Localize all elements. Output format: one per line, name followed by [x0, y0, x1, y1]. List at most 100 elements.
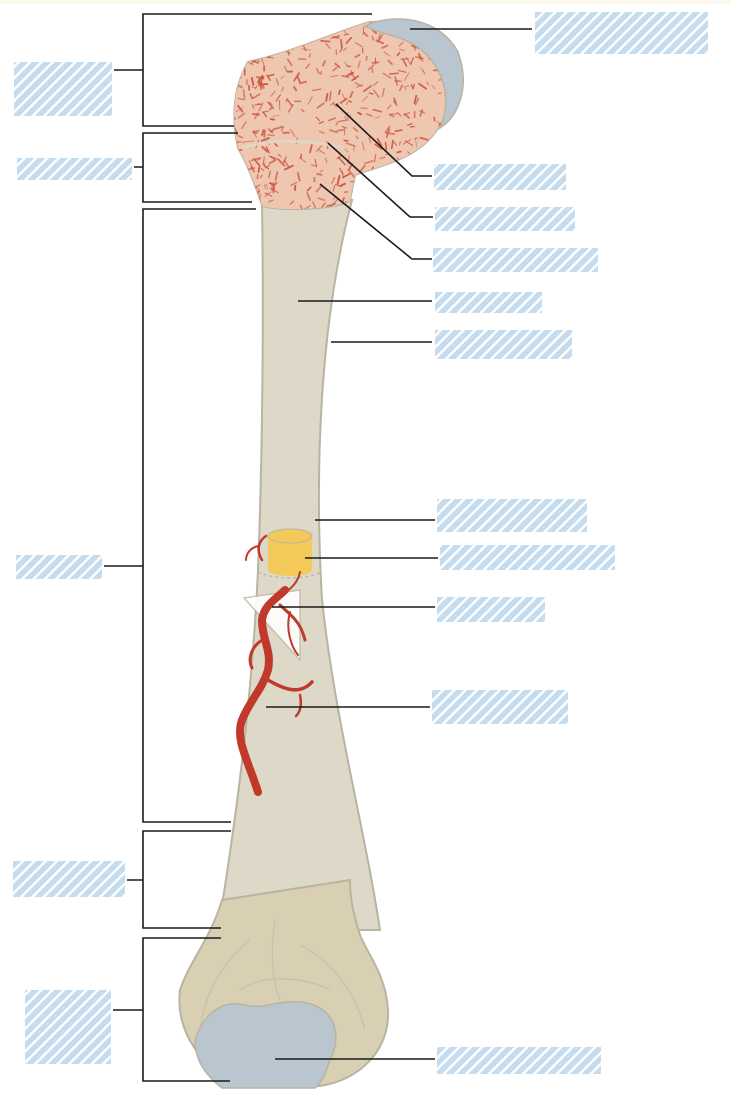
trabecula-mark [284, 22, 292, 28]
trabecula-mark [384, 141, 388, 151]
label-box-endosteum[interactable] [437, 499, 587, 532]
trabecula-mark [270, 90, 276, 97]
label-box-diaphysis[interactable] [16, 555, 102, 579]
trabecula-mark [253, 158, 261, 167]
trabecula-mark [390, 139, 394, 150]
trabecula-mark [355, 135, 359, 140]
trabecula-mark [274, 171, 279, 181]
label-box-medullary-cavity[interactable] [435, 292, 542, 313]
trabecula-mark [403, 86, 407, 91]
trabecula-mark [260, 22, 269, 29]
trabecula-mark [263, 129, 266, 138]
trabecula-mark [318, 121, 324, 125]
trabecula-mark [318, 130, 325, 134]
trabecula-mark [331, 198, 339, 206]
trabecula-mark [375, 197, 385, 202]
trabecula-mark [244, 140, 255, 143]
trabecula-mark [269, 182, 275, 186]
trabecula-mark [257, 157, 262, 161]
label-box-yellow-marrow[interactable] [440, 545, 615, 570]
trabecula-mark [430, 150, 437, 155]
trabecula-mark [262, 156, 265, 166]
trabecula-mark [396, 150, 402, 154]
trabecula-mark [267, 199, 274, 203]
trabecula-mark [419, 109, 424, 117]
trabecula-mark [356, 84, 364, 88]
trabecula-mark [339, 46, 343, 53]
trabecula-mark [276, 45, 280, 51]
label-box-articular-cartilage-top[interactable] [535, 12, 708, 54]
label-box-nutrient-artery[interactable] [432, 690, 568, 724]
trabecula-mark [336, 128, 345, 132]
trabecula-mark [409, 154, 415, 160]
trabecula-mark [414, 97, 420, 106]
label-box-proximal-epiphysis[interactable] [14, 62, 112, 116]
trabecula-mark [371, 35, 375, 41]
trabecula-mark [315, 185, 323, 193]
trabecula-mark [258, 48, 262, 53]
top-strip [0, 0, 730, 4]
bracket-proximal-epiphysis [114, 13, 372, 127]
leader-lines [104, 13, 532, 1082]
trabecula-mark [305, 63, 311, 70]
trabecula-mark [413, 94, 418, 104]
trabecula-mark [273, 181, 278, 188]
trabecula-mark [394, 129, 403, 133]
trabecula-mark [330, 35, 341, 39]
label-box-articular-cartilage-bottom[interactable] [437, 1047, 601, 1074]
trabecula-mark [277, 153, 282, 158]
label-box-compact-bone[interactable] [435, 330, 572, 359]
trabecula-mark [267, 101, 274, 110]
label-box-distal-epiphysis[interactable] [25, 990, 111, 1064]
trabecula-mark [258, 102, 264, 112]
trabecula-mark [248, 23, 252, 33]
trabecula-mark [388, 72, 399, 75]
trabecula-mark [268, 155, 277, 161]
label-box-epiphyseal-line[interactable] [435, 207, 575, 231]
trabecula-mark [354, 41, 363, 48]
trabecula-mark [286, 98, 293, 106]
trabecula-mark [336, 174, 341, 186]
trabecula-mark [402, 58, 408, 67]
label-box-periosteum[interactable] [437, 597, 545, 622]
trabecula-mark [329, 90, 332, 101]
trabecula-mark [381, 87, 385, 97]
trabecula-mark [358, 164, 366, 173]
label-box-distal-metaphysis[interactable] [13, 861, 125, 897]
trabecula-mark [313, 35, 316, 40]
trabecula-mark [293, 86, 298, 92]
trabecula-mark [339, 97, 348, 104]
trabecula-mark [253, 21, 262, 28]
trabecula-mark [251, 104, 255, 110]
trabecula-mark [332, 102, 338, 108]
trabecula-mark [417, 178, 423, 185]
trabecula-mark [237, 134, 244, 139]
trabecula-mark [288, 37, 298, 42]
label-box-red-marrow[interactable] [433, 248, 598, 272]
trabecula-mark [341, 93, 346, 101]
trabecula-mark [234, 115, 237, 121]
trabecula-mark [239, 22, 248, 27]
trabecula-mark [334, 62, 341, 69]
trabecula-mark [417, 56, 424, 62]
trabecula-mark [352, 127, 359, 133]
trabecula-mark [325, 92, 329, 102]
label-box-proximal-metaphysis[interactable] [17, 158, 132, 180]
trabecula-mark [249, 195, 257, 203]
trabecula-mark [232, 88, 234, 93]
trabecula-mark [335, 120, 339, 126]
trabecula-mark [410, 84, 414, 90]
trabecula-mark [377, 33, 384, 43]
trabecula-mark [318, 149, 326, 155]
trabecula-mark [286, 58, 293, 67]
trabecula-mark [283, 159, 290, 169]
trabecula-mark [250, 50, 259, 58]
trabecula-mark [321, 202, 326, 208]
trabecula-mark [398, 41, 404, 47]
trabecula-mark [235, 195, 242, 201]
trabecula-mark [383, 167, 390, 172]
trabecula-mark [236, 177, 243, 185]
trabecula-mark [260, 21, 271, 26]
trabecula-mark [399, 48, 405, 52]
label-box-spongy-bone[interactable] [434, 164, 566, 190]
